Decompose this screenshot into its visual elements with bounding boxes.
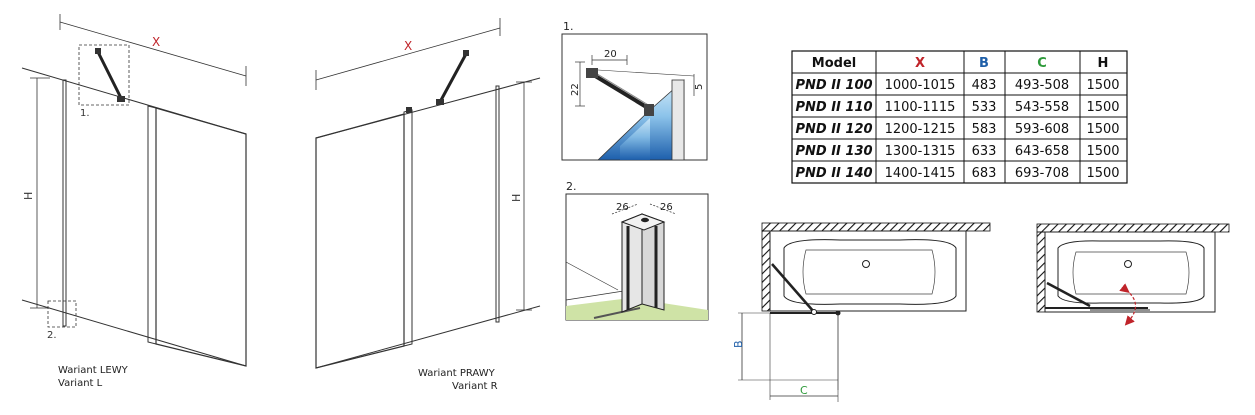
- table-cell-x: 1000-1015: [885, 78, 956, 93]
- plan-view-closed-door: [1036, 223, 1230, 326]
- table-header-b: B: [979, 56, 989, 71]
- plan-view-open-door: B C: [732, 222, 991, 402]
- detail-2-title: 2.: [566, 180, 577, 193]
- detail-1-title: 1.: [563, 20, 574, 33]
- table-header-c: C: [1037, 56, 1047, 71]
- table-cell-c: 543-558: [1015, 100, 1069, 115]
- table-cell-model: PND II 120: [795, 122, 872, 137]
- table-cell-c: 693-708: [1015, 166, 1069, 181]
- table-cell-b: 583: [972, 122, 997, 137]
- detail-1-marker-box: [78, 44, 130, 106]
- table-cell-h: 1500: [1086, 166, 1119, 181]
- detail-2-marker-box: [47, 300, 77, 328]
- variant-left-caption: Wariant LEWY: [58, 365, 129, 376]
- table-cell-h: 1500: [1086, 144, 1119, 159]
- table-cell-x: 1300-1315: [885, 144, 956, 159]
- variant-left-drawing: X H 1. 2. Wariant LEWY Variant L: [21, 14, 247, 389]
- table-cell-b: 483: [972, 78, 997, 93]
- table-cell-model: PND II 140: [795, 166, 872, 181]
- table-cell-x: 1200-1215: [885, 122, 956, 137]
- table-cell-model: PND II 130: [795, 144, 872, 159]
- specification-table: Model X B C H PND II 100 1000-1015 483 4…: [791, 50, 1128, 184]
- table-cell-h: 1500: [1086, 100, 1119, 115]
- table-header-model: Model: [812, 56, 856, 71]
- table-cell-x: 1400-1415: [885, 166, 956, 181]
- detail-2-marker-label: 2.: [47, 330, 57, 341]
- table-cell-c: 593-608: [1015, 122, 1069, 137]
- table-cell-c: 493-508: [1015, 78, 1069, 93]
- table-cell-model: PND II 110: [795, 100, 872, 115]
- detail-1-marker-label: 1.: [80, 108, 90, 119]
- dim-x-label-right: X: [404, 39, 412, 53]
- detail-1-drawing: 1. 20 22 5: [561, 20, 708, 161]
- detail-1-dim-20: 20: [604, 49, 617, 60]
- table-cell-h: 1500: [1086, 122, 1119, 137]
- detail-2-dim-26a: 26: [616, 202, 629, 213]
- variant-left-caption-en: Variant L: [58, 378, 103, 389]
- detail-2-drawing: 2. 26 26: [565, 180, 709, 321]
- variant-right-caption: Wariant PRAWY: [418, 368, 496, 379]
- variant-right-drawing: X H Wariant PRAWY Variant R: [315, 18, 541, 392]
- table-cell-b: 683: [972, 166, 997, 181]
- dim-h-label-left: H: [22, 192, 35, 200]
- table-cell-model: PND II 100: [795, 78, 872, 93]
- detail-1-dim-5: 5: [694, 84, 705, 90]
- table-cell-b: 533: [972, 100, 997, 115]
- table-cell-x: 1100-1115: [885, 100, 956, 115]
- table-header-h: H: [1098, 56, 1109, 71]
- table-header-x: X: [915, 56, 925, 71]
- variant-right-caption-en: Variant R: [452, 381, 498, 392]
- dim-x-label-left: X: [152, 35, 160, 49]
- plan-dim-b-label: B: [732, 340, 745, 348]
- plan-dim-c-label: C: [800, 384, 808, 397]
- table-cell-c: 643-658: [1015, 144, 1069, 159]
- dim-h-label-right: H: [510, 194, 523, 202]
- detail-1-dim-22: 22: [570, 83, 581, 96]
- detail-2-dim-26b: 26: [660, 202, 673, 213]
- table-cell-h: 1500: [1086, 78, 1119, 93]
- table-cell-b: 633: [972, 144, 997, 159]
- dim-x-line-left: [59, 21, 247, 77]
